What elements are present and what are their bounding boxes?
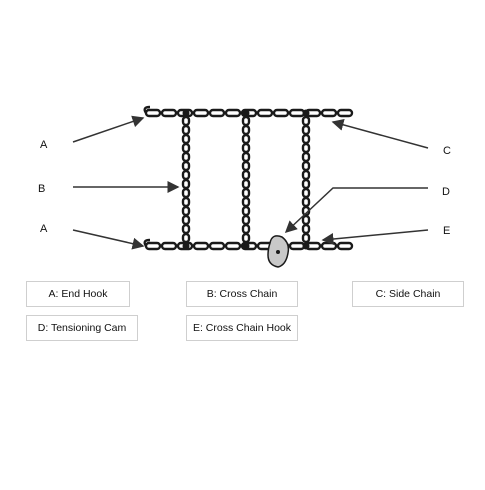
arrow-d [284, 187, 428, 234]
cross-chain-3-link [301, 214, 311, 226]
cross-chain-2-link [241, 124, 251, 136]
callout-c: C [443, 145, 451, 157]
cross-chain-2-link [241, 133, 251, 145]
top-side-chain-link [320, 108, 338, 118]
cross-chain-bottom-joint-2 [242, 242, 250, 250]
cross-chain-3-link [301, 124, 311, 136]
cross-chain-3-link [301, 196, 311, 208]
legend-cross-chain-hook-label: E: Cross Chain Hook [192, 322, 292, 334]
bottom-side-chain-link [320, 241, 338, 251]
bottom-side-chain-link [224, 241, 242, 251]
tensioning-cam-pin [276, 250, 280, 254]
cross-chain-1-link [181, 196, 191, 208]
cross-chain-bottom-joint-3 [302, 242, 310, 250]
cross-chain-1-link [181, 133, 191, 145]
cross-chain-3-link [301, 232, 311, 244]
legend-side-chain: C: Side Chain [352, 281, 464, 307]
cross-chain-1-link [181, 115, 191, 127]
bottom-side-chain-link [336, 241, 354, 251]
arrow-group [72, 115, 429, 250]
legend-end-hook: A: End Hook [26, 281, 130, 307]
cross-chain-1-link [181, 178, 191, 190]
end-hook-top [143, 105, 151, 114]
bottom-side-chain-link [240, 241, 258, 251]
cross-chain-2-link [241, 178, 251, 190]
cross-chain-1-link [181, 142, 191, 154]
cross-chain-top-joint-2 [242, 109, 250, 117]
cross-chain-1-link [181, 232, 191, 244]
cross-chain-1-link [181, 187, 191, 199]
arrow-a-top [72, 115, 145, 143]
cross-chain-1-link [181, 151, 191, 163]
bottom-side-chain-link [192, 241, 210, 251]
legend-cross-chain-hook: E: Cross Chain Hook [186, 315, 298, 341]
top-side-chain-link [160, 108, 178, 118]
cross-chain-2-link [241, 142, 251, 154]
top-side-chain-link [256, 108, 274, 118]
cross-chain-3-link [301, 178, 311, 190]
legend-cross-chain-label: B: Cross Chain [206, 288, 278, 300]
cross-chain-3-link [301, 223, 311, 235]
bottom-side-chain-link [160, 241, 178, 251]
cross-chain-1-link [181, 124, 191, 136]
top-side-chain-link [192, 108, 210, 118]
bottom-side-chain-link [208, 241, 226, 251]
end-hook-bottom [143, 238, 151, 247]
top-side-chain-link [272, 108, 290, 118]
cross-chain-2-link [241, 196, 251, 208]
cross-chain-3-link [301, 160, 311, 172]
top-side-chain-link [240, 108, 258, 118]
cross-chain-1-link [181, 160, 191, 172]
callout-e: E [443, 225, 451, 237]
cross-chain-2-link [241, 214, 251, 226]
cross-chain-2-link [241, 160, 251, 172]
top-side-chain-link [208, 108, 226, 118]
cross-chain-2-link [241, 205, 251, 217]
callout-b: B [38, 183, 46, 195]
cross-chain-top-joint-1 [182, 109, 190, 117]
cross-chain-3-link [301, 133, 311, 145]
top-side-chain-link [224, 108, 242, 118]
cross-chain-1-link [181, 214, 191, 226]
cross-chain-2-link [241, 115, 251, 127]
cross-chain-2-link [241, 187, 251, 199]
cross-chain-2-link [241, 232, 251, 244]
top-side-chain-link [336, 108, 354, 118]
cross-chain-top-joint-3 [302, 109, 310, 117]
cross-chain-3-link [301, 142, 311, 154]
chain-assembly [143, 105, 354, 268]
arrow-c [331, 118, 429, 149]
cross-chain-1-link [181, 205, 191, 217]
cross-chain-2-link [241, 151, 251, 163]
legend-tensioning-cam-label: D: Tensioning Cam [37, 322, 127, 334]
bottom-side-chain-link [288, 241, 306, 251]
cross-chain-3-link [301, 115, 311, 127]
top-side-chain-link [288, 108, 306, 118]
callout-a-top: A [40, 139, 48, 151]
cross-chain-3-link [301, 151, 311, 163]
cross-chain-3-link [301, 187, 311, 199]
legend-side-chain-label: C: Side Chain [375, 288, 441, 300]
cross-chain-1-link [181, 169, 191, 181]
arrow-e [321, 229, 429, 245]
cross-chain-bottom-joint-1 [182, 242, 190, 250]
cross-chain-3-link [301, 169, 311, 181]
legend-end-hook-label: A: End Hook [48, 288, 108, 300]
top-side-chain-link [144, 108, 162, 118]
legend-tensioning-cam: D: Tensioning Cam [26, 315, 138, 341]
legend-cross-chain: B: Cross Chain [186, 281, 298, 307]
cross-chain-1-link [181, 223, 191, 235]
cross-chain-2-link [241, 223, 251, 235]
cross-chain-2-link [241, 169, 251, 181]
arrow-a-bottom [72, 229, 145, 250]
bottom-side-chain-link [144, 241, 162, 251]
callout-d: D [442, 186, 450, 198]
callout-a-bottom: A [40, 223, 48, 235]
